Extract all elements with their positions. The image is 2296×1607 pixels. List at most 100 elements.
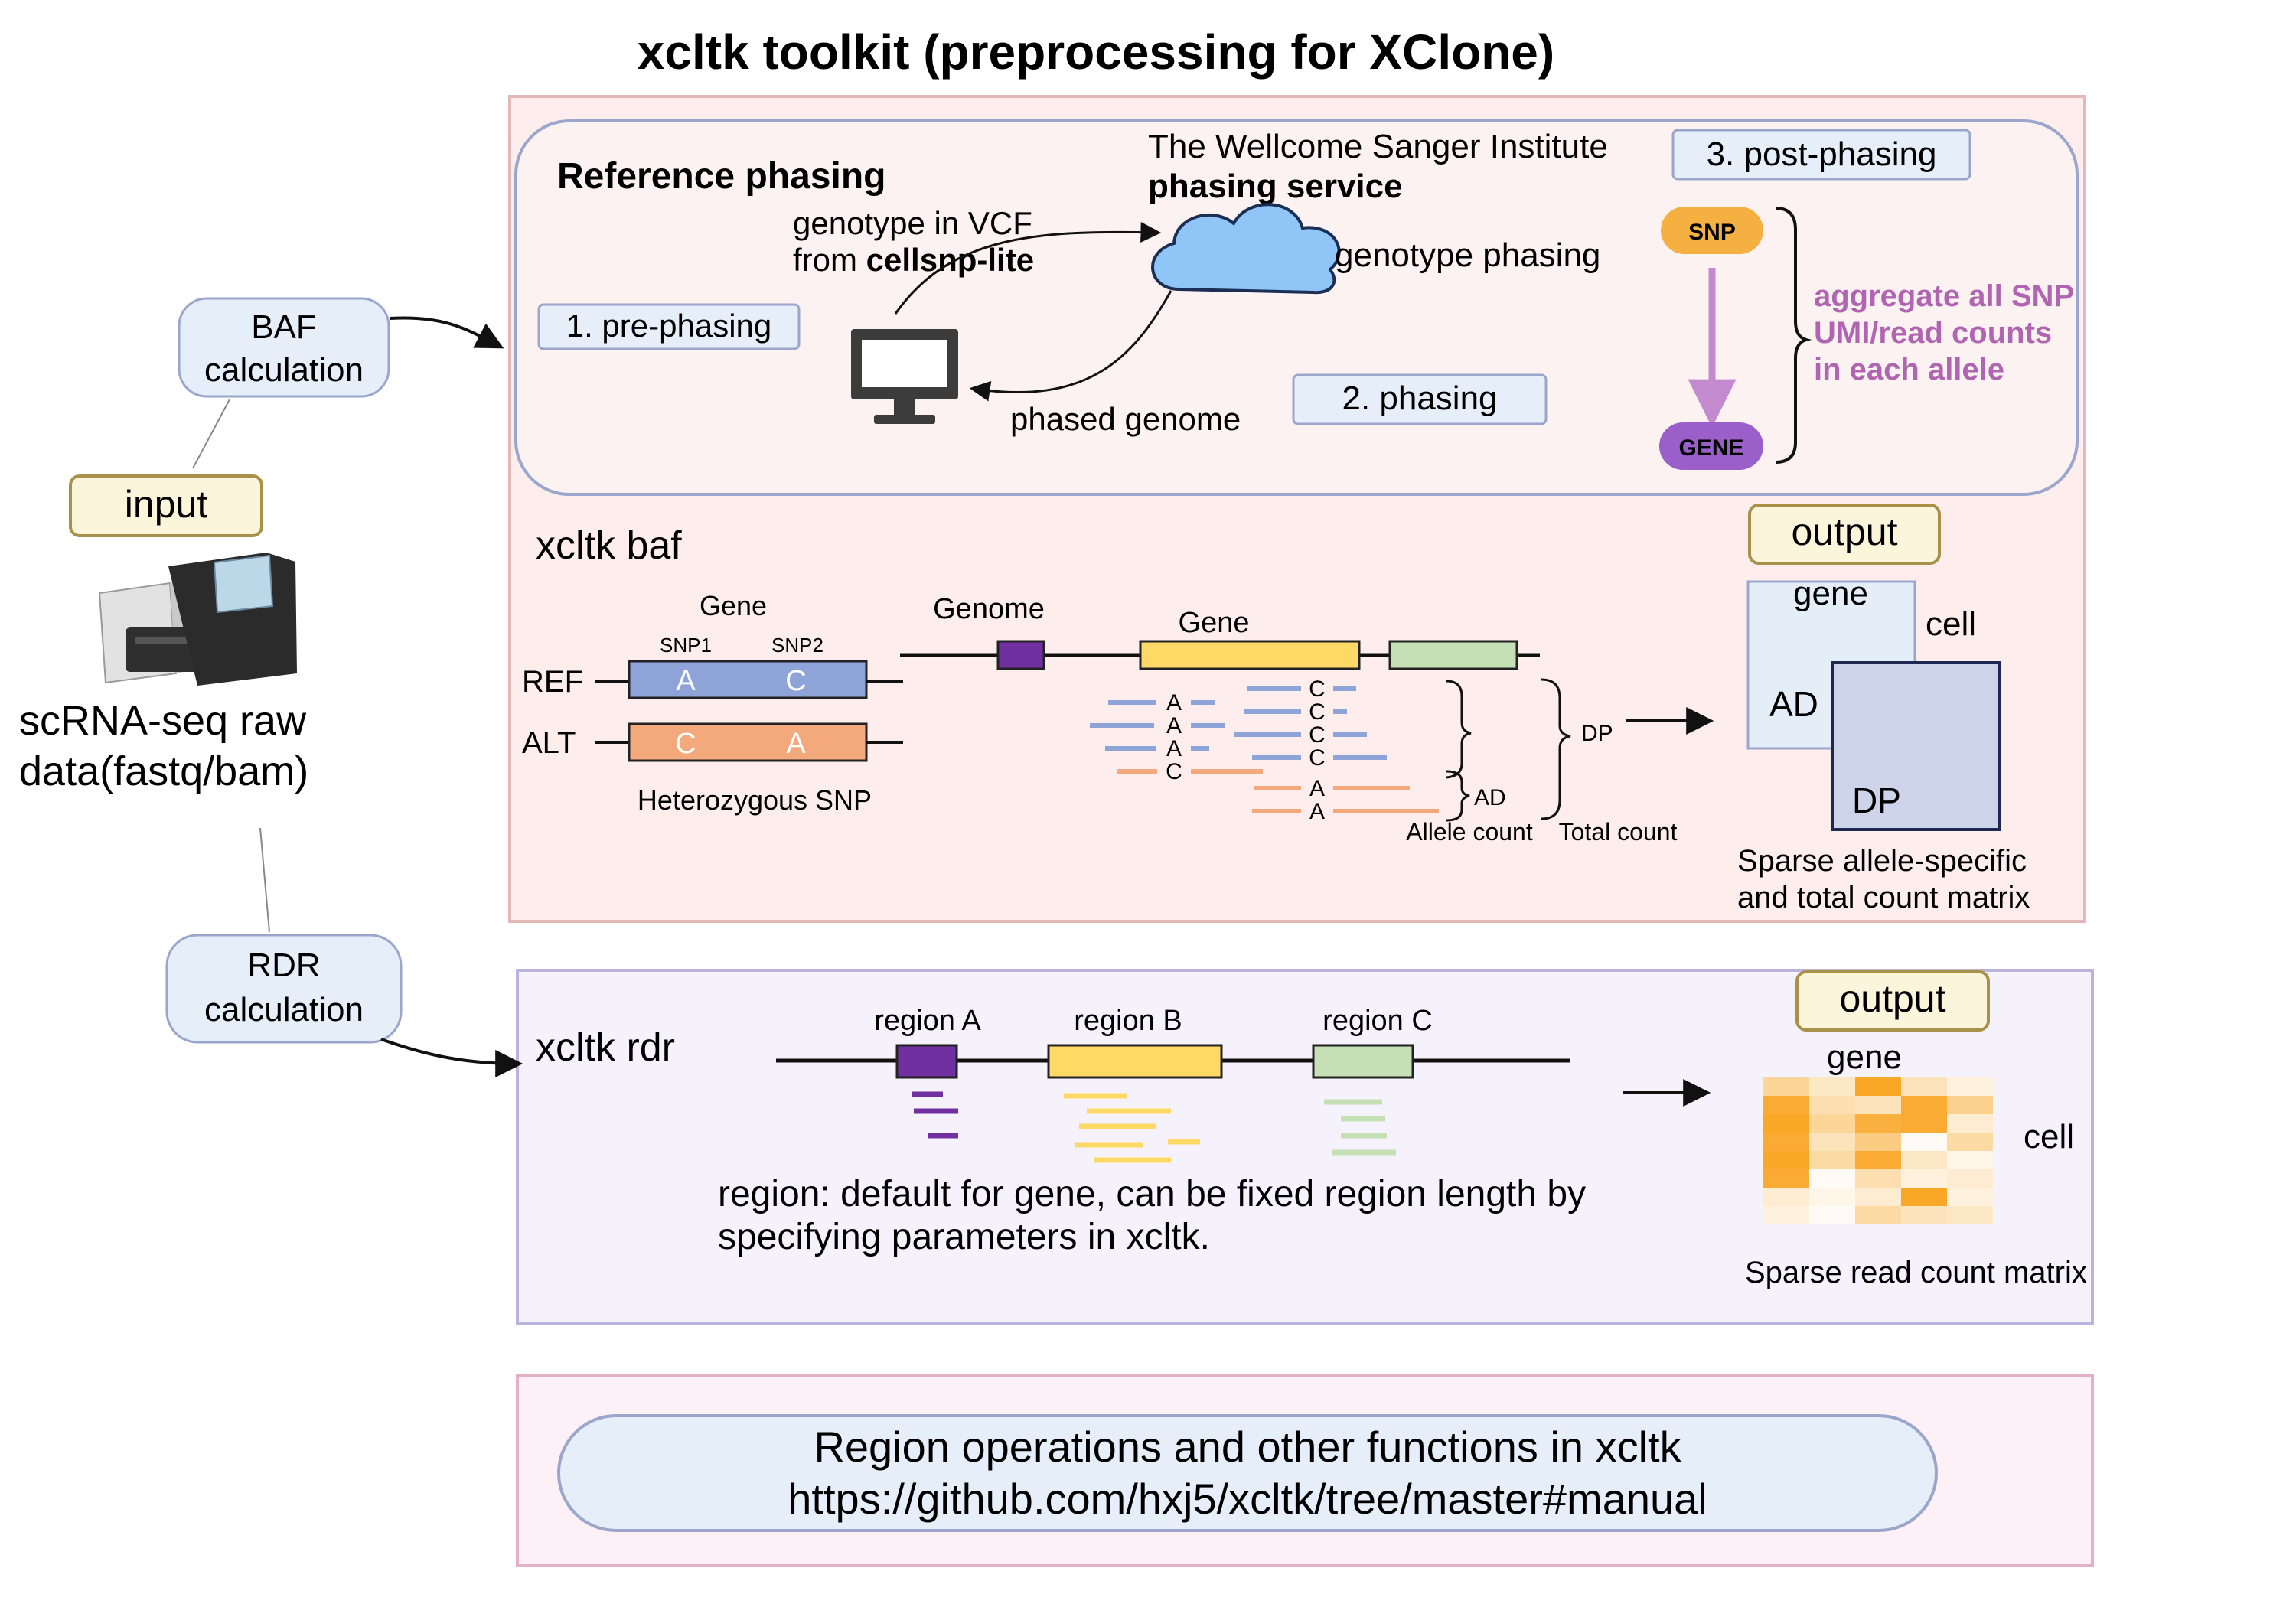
heatmap-cell: [1901, 1133, 1947, 1151]
heterozygous-snp-label: Heterozygous SNP: [638, 784, 872, 816]
alt-base-1: C: [675, 728, 696, 760]
manual-link-box[interactable]: [557, 1414, 1938, 1532]
heatmap-cell: [1809, 1096, 1855, 1114]
raw-data-label-1: scRNA-seq raw: [19, 698, 307, 744]
heatmap-cell: [1947, 1151, 1993, 1169]
region-c-block: [1312, 1044, 1414, 1079]
heatmap-cell: [1947, 1188, 1993, 1206]
pre-phasing-step-label: 1. pre-phasing: [566, 308, 772, 344]
phasing-step-box: [1292, 373, 1548, 425]
read-base-l3: A: [1166, 736, 1182, 761]
heatmap-cell: [1809, 1188, 1855, 1206]
read-base-r1: C: [1309, 676, 1326, 702]
post-phasing-step-label: 3. post-phasing: [1707, 135, 1937, 173]
baf-matrix-caption-2: and total count matrix: [1737, 881, 2030, 914]
baf-output-label: output: [1791, 510, 1897, 553]
region-c-label: region C: [1322, 1005, 1433, 1037]
rdr-matrix-gene-label: gene: [1827, 1038, 1902, 1076]
reference-phasing-heading: Reference phasing: [557, 156, 885, 197]
read-base-r5: A: [1309, 776, 1325, 801]
heatmap-cell: [1763, 1188, 1809, 1206]
heatmap-cell: [1763, 1077, 1809, 1096]
heatmap-cell: [1901, 1151, 1947, 1169]
aggregate-label-3: in each allele: [1814, 353, 2004, 386]
region-b-block: [1047, 1044, 1223, 1079]
footer-line-1: Region operations and other functions in…: [814, 1423, 1681, 1471]
read-base-l2: A: [1166, 713, 1182, 738]
heatmap-cell: [1763, 1206, 1809, 1224]
ref-haplotype-bar: [628, 660, 868, 699]
aggregate-label-2: UMI/read counts: [1814, 316, 2052, 350]
snp-pill: [1661, 207, 1763, 254]
read-base-l1: A: [1166, 690, 1182, 715]
rdr-output-tag: [1795, 970, 1990, 1032]
heatmap-cell: [1947, 1206, 1993, 1224]
heatmap-cell: [1763, 1096, 1809, 1114]
snp2-label: SNP2: [771, 634, 823, 657]
ref-base-2: C: [785, 665, 806, 697]
heatmap-cell: [1809, 1133, 1855, 1151]
ad-matrix-label: AD: [1769, 684, 1818, 724]
snp1-label: SNP1: [660, 634, 712, 657]
dp-brace: [1541, 678, 1571, 820]
region-b-label: region B: [1074, 1005, 1182, 1037]
heatmap-cell: [1855, 1169, 1901, 1188]
vcf-upload-arrow: [894, 221, 1162, 315]
genome-block-green: [1388, 640, 1518, 670]
heatmap-cell: [1901, 1169, 1947, 1188]
heatmap-cell: [1901, 1206, 1947, 1224]
snp-gene-label: Gene: [700, 590, 767, 621]
manual-link[interactable]: https://github.com/hxj5/xcltk/tree/maste…: [788, 1475, 1707, 1523]
heatmap-cell: [1809, 1206, 1855, 1224]
heatmap-cell: [1947, 1133, 1993, 1151]
snp-pill-label: SNP: [1688, 220, 1736, 245]
heatmap-cell: [1855, 1188, 1901, 1206]
alt-label: ALT: [522, 726, 576, 760]
heatmap-cell: [1763, 1169, 1809, 1188]
genotype-source-label: from cellsnp-lite: [793, 242, 1034, 278]
alt-haplotype-bar: [628, 722, 868, 762]
computer-icon: [851, 329, 958, 424]
heatmap-cell: [1901, 1188, 1947, 1206]
post-phasing-step-box: [1671, 129, 1971, 181]
heatmap-cell: [1947, 1169, 1993, 1188]
rdr-note-line-2: specifying parameters in xcltk.: [718, 1217, 1210, 1257]
baf-calculation-label-1: BAF: [251, 308, 317, 346]
baf-output-tag: [1748, 504, 1941, 565]
heatmap-cell: [1901, 1077, 1947, 1096]
region-a-label: region A: [874, 1005, 981, 1037]
aligned-reads: [1090, 686, 1439, 813]
read-base-r4: C: [1309, 745, 1326, 771]
rdr-heading: xcltk rdr: [536, 1025, 675, 1070]
dp-matrix-label: DP: [1852, 781, 1901, 820]
gene-pill-label: GENE: [1678, 435, 1743, 461]
page-title: xcltk toolkit (preprocessing for XClone): [638, 24, 1554, 80]
heatmap-cell: [1855, 1096, 1901, 1114]
ref-allele-brace: [1446, 680, 1472, 779]
baf-heading: xcltk baf: [536, 523, 682, 568]
heatmap-cell: [1855, 1133, 1901, 1151]
heatmap-cell: [1947, 1096, 1993, 1114]
heatmap-cell: [1809, 1077, 1855, 1096]
rdr-matrix-caption: Sparse read count matrix: [1745, 1256, 2087, 1289]
rdr-output-label: output: [1839, 977, 1945, 1020]
heatmap-cell: [1855, 1206, 1901, 1224]
rdr-calculation-box: [165, 934, 403, 1044]
heatmap-cell: [1763, 1114, 1809, 1133]
heatmap-cell: [1763, 1151, 1809, 1169]
dp-matrix: [1831, 661, 2001, 831]
genome-block-purple: [996, 640, 1045, 670]
genotype-phasing-label: genotype phasing: [1335, 236, 1600, 274]
read-base-r3: C: [1309, 722, 1326, 748]
heatmap-cell: [1855, 1114, 1901, 1133]
baf-matrix-caption-1: Sparse allele-specific: [1737, 844, 2027, 878]
baf-arrow: [390, 316, 504, 349]
rdr-calculation-label-1: RDR: [247, 947, 320, 984]
heatmap-cell: [1809, 1169, 1855, 1188]
gene-pill: [1659, 422, 1763, 470]
ad-matrix-gene-label: gene: [1793, 575, 1868, 612]
aggregate-label-1: aggregate all SNP: [1814, 279, 2074, 313]
heatmap-cell: [1809, 1114, 1855, 1133]
rdr-matrix-cell-label: cell: [2024, 1118, 2074, 1156]
